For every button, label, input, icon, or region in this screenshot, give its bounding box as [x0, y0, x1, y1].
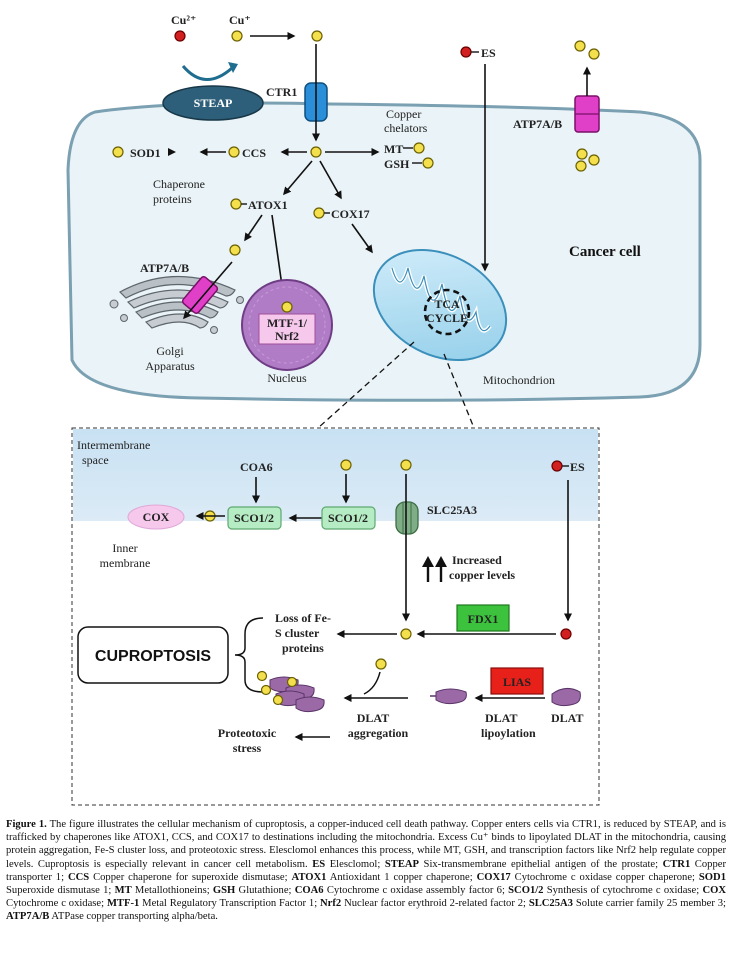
cu1-label: Cu⁺ [229, 13, 251, 27]
cu2-label: Cu²⁺ [171, 13, 196, 27]
lias-label: LIAS [503, 675, 531, 689]
es-label-inset: ES [570, 460, 585, 474]
abbr-definition: Metal Regulatory Transcription Factor 1; [139, 898, 321, 910]
abbr-term: GSH [212, 885, 236, 897]
abbr-definition: Elesclomol; [325, 858, 385, 870]
abbreviation-list: ES Elesclomol; STEAP Six-transmembrane e… [6, 859, 726, 923]
cuproptosis-figure: Cu²⁺ Cu⁺ STEAP CTR1 ES ATP7A/B CCS SOD1 … [66, 13, 702, 806]
abbr-definition: Glutathione; [235, 885, 295, 897]
abbr-term: Nrf2 [320, 898, 342, 910]
abbr-definition: Solute carrier family 25 member 3; [572, 898, 727, 910]
cox-enzyme [127, 504, 185, 530]
sod1-label: SOD1 [130, 146, 161, 160]
abbr-definition: Cytochrome c oxidase assembly factor 6; [323, 885, 509, 897]
abbr-term: SOD1 [698, 871, 726, 883]
abbr-term: SLC25A3 [528, 898, 573, 910]
sco12-right-box [321, 506, 376, 530]
coa6-label: COA6 [240, 460, 273, 474]
abbr-definition: Cytochrome c oxidase copper chaperone; [510, 871, 699, 883]
mitochondrion-label: Mitochondrion [483, 373, 555, 387]
fdx1-box [456, 604, 510, 632]
abbr-term: CCS [67, 871, 90, 883]
abbr-definition: Copper chaperone for superoxide dismutas… [89, 871, 292, 883]
mt-label: MT [384, 142, 403, 156]
fdx1-label: FDX1 [468, 612, 499, 626]
es-label-top: ES [481, 46, 496, 60]
abbr-term: COX17 [476, 871, 511, 883]
cox17-label: COX17 [331, 207, 370, 221]
abbr-term: STEAP [384, 858, 420, 870]
atp7ab-golgi-pump [181, 276, 219, 314]
dlat-protein [551, 688, 581, 707]
mtf1-nrf2-label: MTF-1/Nrf2 [267, 316, 308, 343]
ccs-label: CCS [242, 146, 266, 160]
abbr-term: CTR1 [662, 858, 691, 870]
atp7ab-golgi-label: ATP7A/B [140, 261, 189, 275]
steap-label: STEAP [194, 96, 233, 110]
abbr-definition: Six-transmembrane epithelial antigen of … [419, 858, 663, 870]
abbr-term: ATOX1 [291, 871, 327, 883]
abbr-definition: Copper transporter 1; [6, 858, 726, 883]
abbr-definition: Cytochrome c oxidase; [6, 898, 107, 910]
cuproptosis-brace [234, 617, 264, 693]
cu-hub [310, 146, 322, 158]
cox-label: COX [143, 510, 170, 524]
sco12-left-box [227, 506, 282, 530]
figure-label: Figure 1. [6, 819, 47, 830]
abbr-definition: Synthesis of cytochrome c oxidase; [543, 885, 703, 897]
abbr-term: ATP7A/B [6, 911, 50, 923]
cell-membrane [66, 101, 702, 402]
sco12-left-label: SCO1/2 [234, 511, 274, 525]
cu2-ion [174, 30, 186, 42]
atp7ab-membrane-label: ATP7A/B [513, 117, 562, 131]
abbr-definition: Superoxide dismutase 1; [6, 885, 115, 897]
mtf1-nrf2-box [258, 313, 316, 345]
mitochondrion [372, 248, 508, 362]
abbr-term: COX [702, 885, 726, 897]
abbr-term: COA6 [294, 885, 324, 897]
steap-transporter [162, 85, 264, 121]
abbr-definition: Nuclear factor erythroid 2-related facto… [341, 898, 529, 910]
lias-box [490, 667, 544, 695]
es-molecule-top [460, 46, 472, 58]
figure-caption: Figure 1. The figure illustrates the cel… [6, 818, 726, 924]
ctr1-label: CTR1 [266, 85, 297, 99]
slc25a3-label: SLC25A3 [427, 503, 477, 517]
caption-text: The figure illustrates the cellular mech… [6, 819, 726, 870]
abbr-definition: ATPase copper transporting alpha/beta. [49, 911, 218, 923]
nucleus-label: Nucleus [267, 371, 307, 385]
reduction-arrow [181, 65, 233, 81]
cu1-ion-outside [311, 30, 323, 42]
cancer-cell-label: Cancer cell [569, 244, 641, 260]
dlat-lipoylated-protein [430, 688, 467, 705]
cuproptosis-label: CUPROPTOSIS [95, 648, 212, 665]
abbr-term: SCO1/2 [508, 885, 544, 897]
dlat-aggregate [256, 670, 325, 713]
dlat-label: DLAT [551, 711, 583, 725]
abbr-term: MTF-1 [106, 898, 140, 910]
sco12-right-label: SCO1/2 [328, 511, 368, 525]
cuproptosis-box [77, 626, 229, 684]
abbr-term: ES [312, 858, 326, 870]
diagram-canvas: Cu²⁺ Cu⁺ STEAP CTR1 ES ATP7A/B CCS SOD1 … [66, 13, 702, 806]
abbr-definition: Antioxidant 1 copper chaperone; [326, 871, 477, 883]
gsh-label: GSH [384, 157, 410, 171]
atox1-label: ATOX1 [248, 198, 288, 212]
abbr-definition: Metallothioneins; [131, 885, 213, 897]
slc25a3-transporter [395, 501, 419, 535]
cu1-ion [231, 30, 243, 42]
abbr-term: MT [114, 885, 132, 897]
